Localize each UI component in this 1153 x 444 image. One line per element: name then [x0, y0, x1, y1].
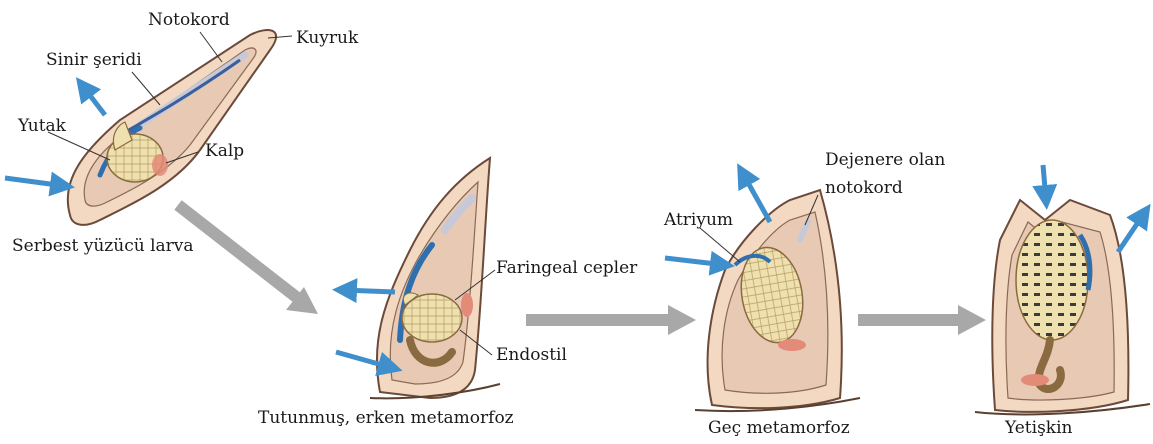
late-out-arrow: [742, 172, 770, 222]
label-yutak: Yutak: [18, 118, 66, 135]
caption-late: Geç metamorfoz: [708, 420, 850, 437]
label-kalp: Kalp: [205, 143, 244, 160]
leader-notokord: [200, 32, 222, 62]
label-dejenere-line2: notokord: [825, 180, 903, 197]
caption-larva: Serbest yüzücü larva: [12, 238, 194, 255]
larva-in-arrow: [5, 178, 65, 186]
label-atriyum: Atriyum: [664, 212, 733, 229]
late-metamorphosis-figure: [665, 172, 860, 411]
label-dejenere-line1: Dejenere olan: [825, 152, 945, 169]
adult-in-arrow: [1043, 165, 1046, 200]
leader-atriyum: [700, 228, 740, 262]
late-in-arrow: [665, 258, 725, 265]
adult-out-arrow: [1118, 212, 1145, 252]
late-heart: [778, 339, 806, 351]
early-heart: [461, 293, 473, 317]
caption-adult: Yetişkin: [1005, 420, 1073, 437]
label-faringeal-cepler: Faringeal cepler: [496, 260, 637, 277]
caption-early: Tutunmuş, erken metamorfoz: [258, 410, 514, 427]
adult-heart: [1021, 374, 1049, 386]
larva-out-arrow: [82, 85, 105, 115]
leader-sinir: [132, 72, 160, 105]
label-sinir-seridi: Sinir şeridi: [46, 52, 142, 69]
stage-arrow-3: [858, 305, 986, 335]
early-out-arrow: [342, 290, 395, 292]
stage-arrow-2: [526, 305, 696, 335]
stage-arrow-1: [178, 205, 318, 314]
larva-heart: [152, 154, 168, 176]
adult-pharynx: [1016, 220, 1088, 340]
larva-inner-body: [84, 48, 256, 206]
early-metamorphosis-figure: [336, 158, 500, 398]
label-notokord: Notokord: [148, 12, 230, 29]
adult-figure: [975, 165, 1150, 414]
label-endostil: Endostil: [496, 347, 567, 364]
label-kuyruk: Kuyruk: [296, 30, 358, 47]
early-pharynx: [402, 294, 462, 342]
